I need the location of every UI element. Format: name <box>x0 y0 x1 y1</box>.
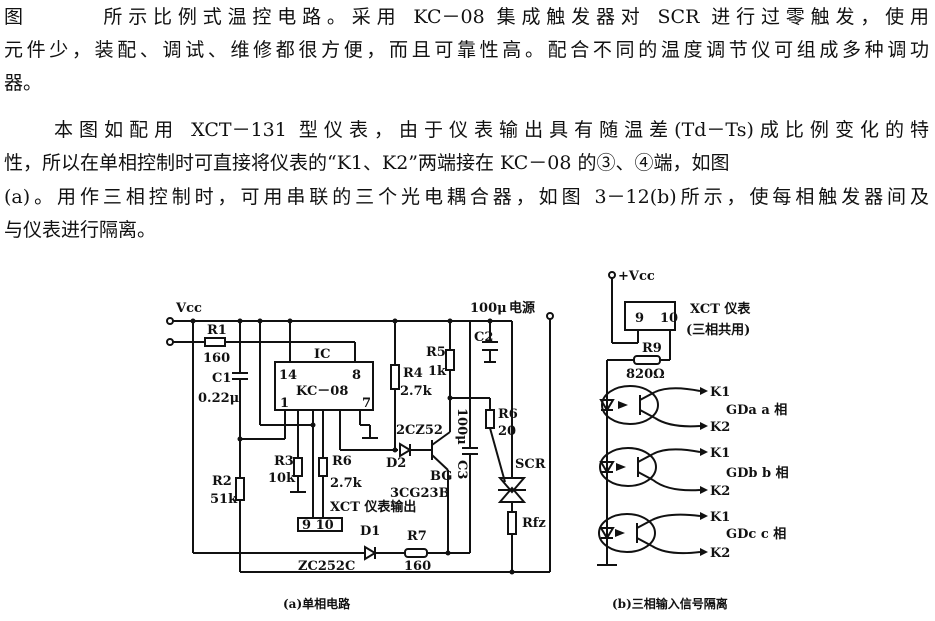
c3-value: 100μ <box>454 408 469 445</box>
coupler-label: GDc c 相 <box>726 526 786 542</box>
r6-label: R6 <box>498 407 518 422</box>
text-line: 元件少，装配、调试、维修都很方便，而且可靠性高。配合不同的温度调节仪可组成多种调… <box>4 39 929 61</box>
xct-pin-9: 9 <box>635 311 644 326</box>
r5-value: 1k <box>428 364 447 379</box>
xct-output-label: XCT 仪表输出 <box>330 499 416 515</box>
r-mid-value: 2.7k <box>330 476 363 491</box>
coupler-label: GDb b 相 <box>726 465 789 481</box>
vcc-label: +Vcc <box>618 269 655 284</box>
ic-pin-14: 14 <box>279 368 297 383</box>
c2-label: C2 <box>474 330 493 345</box>
d1-label: D1 <box>360 524 380 539</box>
c3-label: C3 <box>454 460 469 479</box>
connector-pins: 9 10 <box>302 518 334 533</box>
k1-label: K1 <box>710 510 730 525</box>
xct-meter-label: XCT 仪表 <box>690 301 751 317</box>
text-line: 本图如配用 XCT－131 型仪表，由于仪表输出具有随温差(Td－Ts)成比例变… <box>4 119 929 141</box>
r3-value: 10k <box>268 471 296 486</box>
k1-label: K1 <box>710 385 730 400</box>
ic-label: IC <box>314 347 330 362</box>
text-line: (a)。用作三相控制时，可用串联的三个光电耦合器，如图 3－12(b)所示，使每… <box>4 186 929 208</box>
ic-pin-8: 8 <box>352 368 361 383</box>
scr-label: SCR <box>515 457 546 472</box>
r1-label: R1 <box>207 323 227 338</box>
text-line: 性，所以在单相控制时可直接将仪表的“K1、K2”两端接在 KC－08 的③、④端… <box>4 152 730 174</box>
coupler-b: K1 K2 GDb b 相 <box>710 446 789 499</box>
vcc-label: Vcc <box>175 301 202 316</box>
c1-label: C1 <box>212 371 231 386</box>
r7-label: R7 <box>407 529 427 544</box>
r2-value: 51k <box>210 492 238 507</box>
r2-label: R2 <box>212 474 232 489</box>
r5-label: R5 <box>426 345 446 360</box>
r1-value: 160 <box>203 351 230 366</box>
xct-pin-10: 10 <box>660 311 678 326</box>
r9-value: 820Ω <box>626 367 665 382</box>
d2-label: D2 <box>386 456 406 471</box>
r6-value: 20 <box>498 424 516 439</box>
k2-label: K2 <box>710 420 730 435</box>
r3-label: R3 <box>274 454 294 469</box>
r-mid-label: R6 <box>332 454 352 469</box>
figure-b-caption: (b)三相输入信号隔离 <box>612 596 728 611</box>
coupler-c: K1 K2 GDc c 相 <box>710 510 786 561</box>
figure-a-caption: (a)单相电路 <box>283 596 351 611</box>
ic-pin-7: 7 <box>362 396 371 411</box>
c1-value: 0.22μ <box>198 391 240 406</box>
text-line: 器。 <box>4 72 43 94</box>
power-label: 电源 <box>509 300 535 316</box>
xct-shared-note: (三相共用) <box>686 322 750 338</box>
r7-value: 160 <box>404 559 431 574</box>
d2-model: 2CZ52 <box>396 423 443 438</box>
d1-model: ZC252C <box>298 559 355 574</box>
figure-b-three-phase-isolation: +Vcc 9 10 XCT 仪表 (三相共用) R9 820Ω K1 K2 GD… <box>597 269 789 611</box>
coupler-label: GDa a 相 <box>726 402 787 418</box>
bg-model: 3CG23B <box>390 486 450 501</box>
text-line: 与仪表进行隔离。 <box>4 219 157 241</box>
k1-label: K1 <box>710 446 730 461</box>
k2-label: K2 <box>710 546 730 561</box>
c2-value: 100μ <box>470 301 507 316</box>
bg-label: BG <box>430 469 452 484</box>
ic-model: KC－08 <box>296 384 348 399</box>
r9-label: R9 <box>642 341 662 356</box>
ic-pin-1: 1 <box>280 396 289 411</box>
r4-value: 2.7k <box>400 384 433 399</box>
k2-label: K2 <box>710 484 730 499</box>
figure-a-single-phase-circuit: Vcc R1 160 C1 0.22μ IC 14 8 KC－08 1 7 R2… <box>166 300 554 611</box>
r4-label: R4 <box>403 366 423 381</box>
text-line: 图 所示比例式温控电路。采用 KC－08 集成触发器对 SCR 进行过零触发，使… <box>4 6 929 28</box>
coupler-a: K1 K2 GDa a 相 <box>710 385 787 435</box>
optocoupler-symbols <box>599 387 708 556</box>
rfz-label: Rfz <box>522 516 546 531</box>
